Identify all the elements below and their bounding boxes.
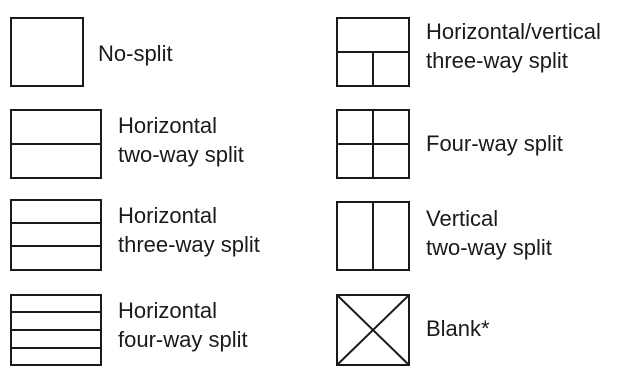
legend-label-line: three-way split [118,232,260,257]
legend-label: Four-way split [426,129,563,158]
legend-label: Horizontal three-way split [118,201,260,259]
legend-label: No-split [98,39,173,68]
legend-label-line: Four-way split [426,131,563,156]
four-way-split-icon [336,109,410,179]
legend-label: Horizontal four-way split [118,296,248,354]
horizontal-vertical-three-way-split-icon [336,17,410,87]
legend-label-line: Blank* [426,316,490,341]
horizontal-two-way-split-icon [10,109,102,179]
legend-label-line: Vertical [426,206,499,231]
legend-label: Horizontal two-way split [118,111,244,169]
legend-label-line: two-way split [118,142,244,167]
no-split-icon [10,17,84,87]
legend-label: Vertical two-way split [426,204,552,262]
legend-label-line: Horizontal [118,203,218,228]
legend-label-line: four-way split [118,327,248,352]
horizontal-four-way-split-icon [10,294,102,366]
vertical-two-way-split-icon [336,201,410,271]
legend-label-line: two-way split [426,235,552,260]
legend-label: Blank* [426,314,490,343]
legend-label-line: Horizontal/vertical [426,19,601,44]
horizontal-three-way-split-icon [10,199,102,271]
legend-label-line: Horizontal [118,113,218,138]
legend-label: Horizontal/vertical three-way split [426,17,601,75]
blank-cross-icon [336,294,410,366]
legend-label-line: No-split [98,41,173,66]
legend-label-line: three-way split [426,48,568,73]
legend-label-line: Horizontal [118,298,218,323]
